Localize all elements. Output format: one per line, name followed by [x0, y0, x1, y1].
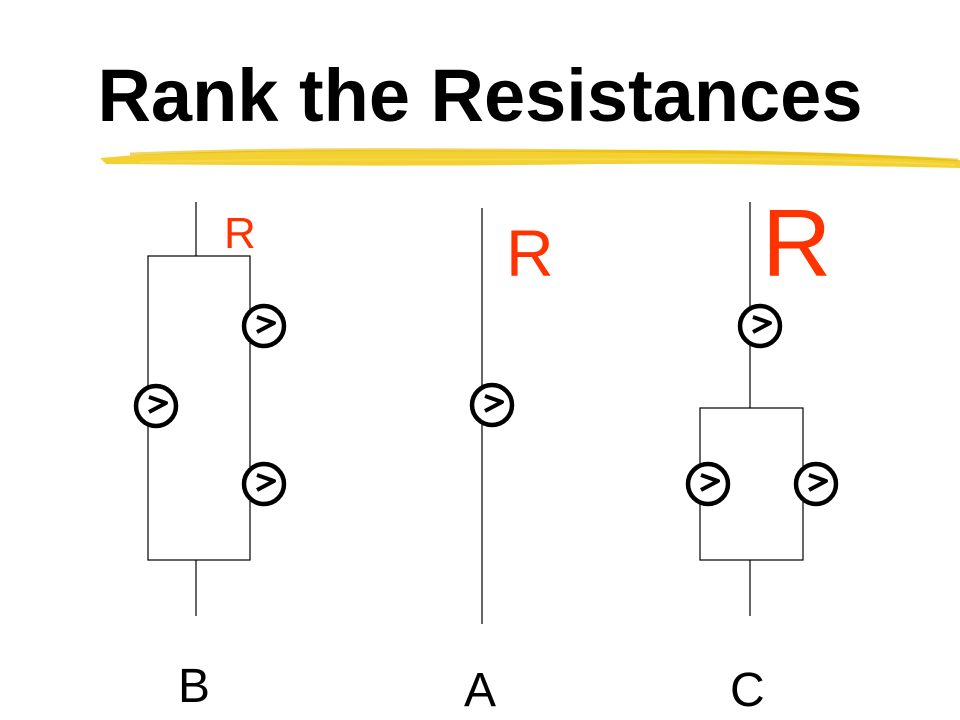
- bulb-icon: [469, 382, 515, 428]
- circuit-a-label: A: [464, 664, 496, 717]
- bulb-icon: [793, 461, 839, 507]
- slide-title: Rank the Resistances: [97, 54, 863, 137]
- bulb-icon: [241, 461, 287, 507]
- bulb-icon: [241, 303, 287, 349]
- circuit-b: R B: [133, 202, 287, 713]
- bulb-icon: [685, 461, 731, 507]
- circuit-c-label: C: [730, 664, 765, 717]
- circuit-c: R C: [685, 190, 839, 717]
- circuit-b-resistance-label: R: [224, 209, 256, 258]
- title-underline-highlight: [100, 148, 960, 168]
- circuit-a: R A: [464, 208, 554, 717]
- circuit-a-resistance-label: R: [506, 216, 554, 290]
- bulb-icon: [133, 383, 179, 429]
- circuit-b-label: B: [178, 660, 210, 713]
- circuit-c-resistance-label: R: [762, 190, 831, 297]
- bulb-icon: [737, 303, 783, 349]
